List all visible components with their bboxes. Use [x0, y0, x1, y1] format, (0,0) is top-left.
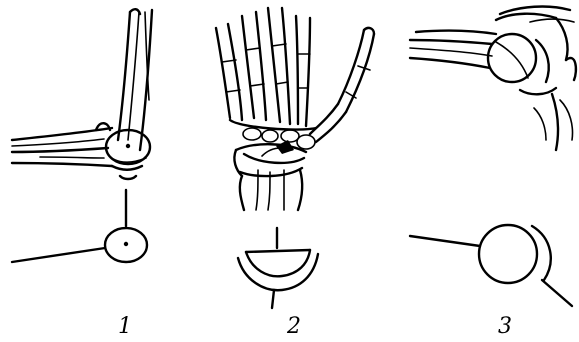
hinge-joint-schematic — [12, 190, 147, 262]
figure-2-label: 2 — [287, 316, 301, 338]
elbow-humerus-drawing — [118, 9, 152, 150]
panel-3-shoulder-joint — [410, 7, 576, 306]
panel-2-wrist-joint — [216, 8, 374, 308]
shoulder-joint-head — [488, 7, 576, 150]
shoulder-humerus-drawing — [410, 31, 496, 68]
hand-fingers-drawing — [216, 8, 374, 142]
panel-1-elbow-joint — [12, 9, 152, 262]
ellipsoid-joint-schematic — [238, 228, 318, 308]
wrist-forearm-drawing — [240, 168, 302, 210]
figure-1-label: 1 — [118, 316, 132, 338]
figure-3-label: 3 — [498, 316, 512, 338]
ball-joint-schematic — [410, 225, 572, 306]
